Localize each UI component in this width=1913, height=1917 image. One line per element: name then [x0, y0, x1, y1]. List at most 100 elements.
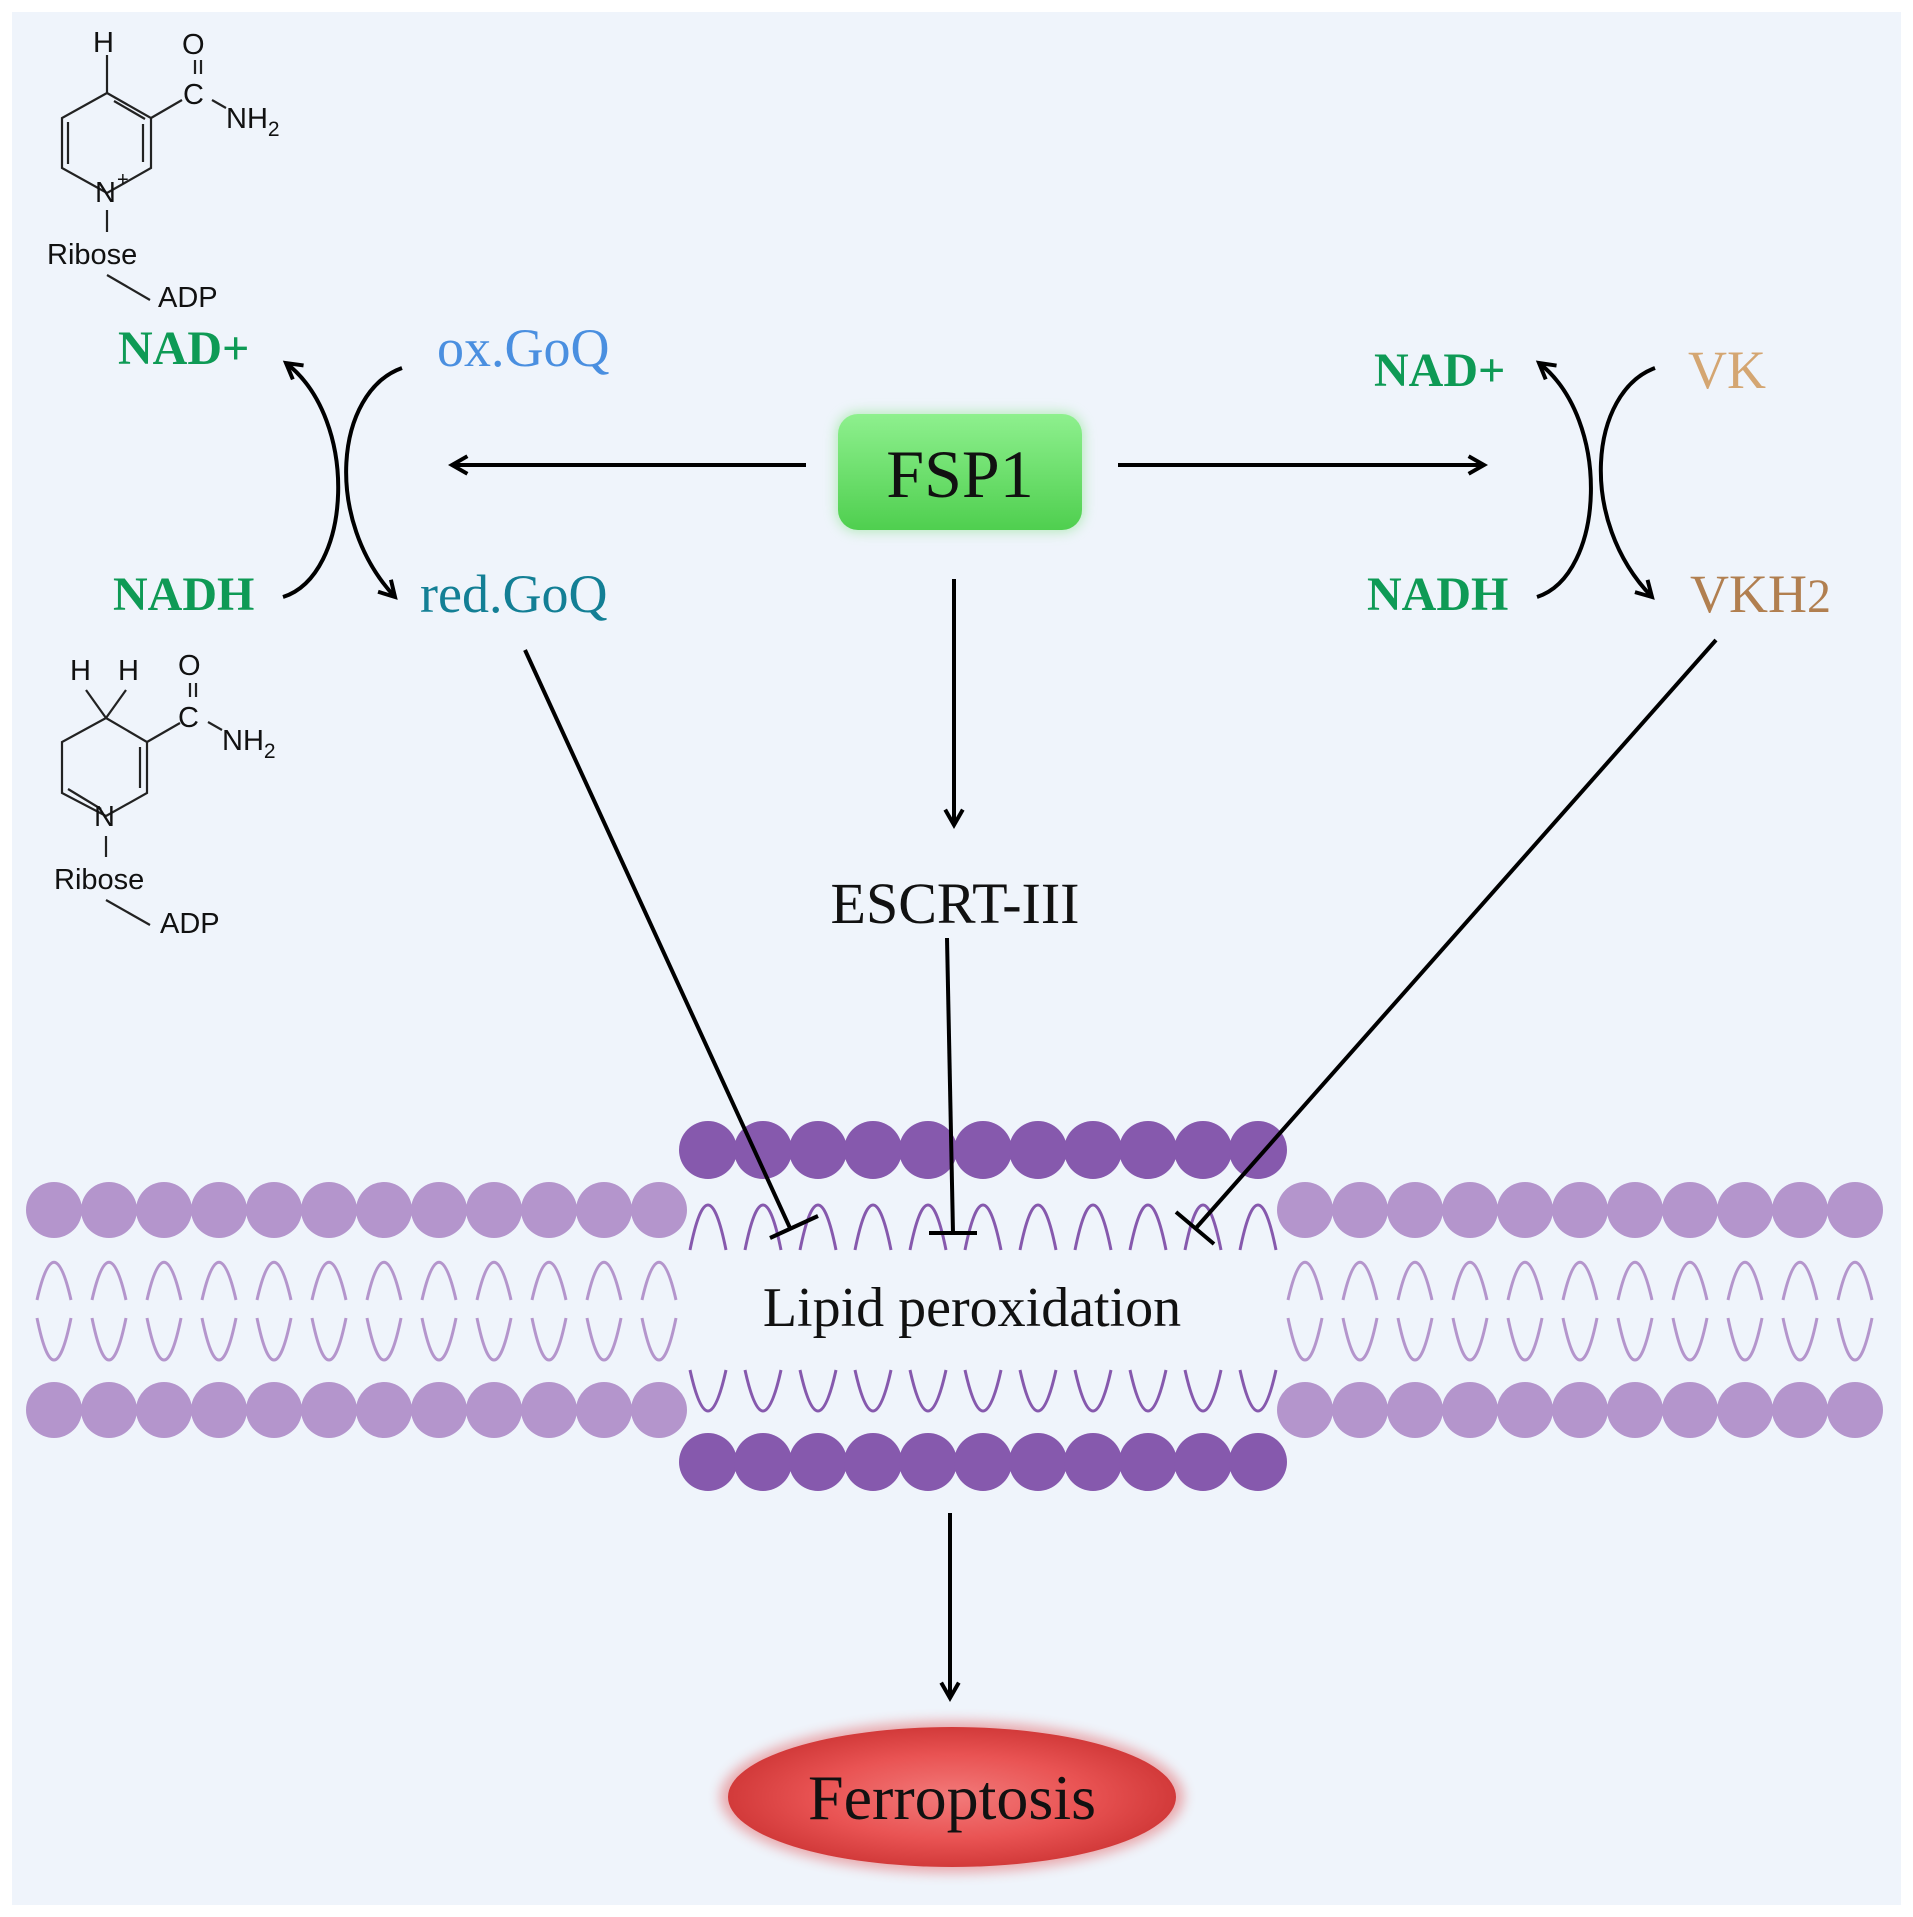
lipid-tail	[35, 1261, 73, 1301]
lipid-tail	[1286, 1261, 1324, 1301]
lipid-tail	[1506, 1261, 1544, 1301]
nadh-nh2-group: NH2	[222, 725, 276, 763]
nadh-h2-atom: H	[118, 655, 139, 687]
lipid-head	[679, 1121, 737, 1179]
lipid-tail	[1018, 1203, 1058, 1251]
lipid-tail	[1396, 1317, 1434, 1362]
lipid-head	[1772, 1382, 1828, 1438]
lipid-tail	[35, 1317, 73, 1362]
left-nad-plus-label: NAD+	[118, 322, 249, 375]
escrt-inhibition-line	[945, 937, 955, 1234]
right-cycle-arrow-up	[1598, 366, 1656, 600]
lipid-tail	[1726, 1261, 1764, 1301]
lipid-head	[411, 1182, 467, 1238]
lipid-tail	[688, 1369, 728, 1413]
lipid-tail	[853, 1203, 893, 1251]
ferroptosis-label: Ferroptosis	[808, 1762, 1096, 1833]
lipid-head	[1277, 1182, 1333, 1238]
lipid-head	[899, 1121, 957, 1179]
red-goq-inhibition-line	[523, 649, 792, 1229]
lipid-head	[411, 1382, 467, 1438]
fsp1-label: FSP1	[886, 436, 1033, 512]
lipid-tail	[145, 1317, 183, 1362]
lipid-peroxidation-label: Lipid peroxidation	[763, 1277, 1181, 1339]
lipid-head	[631, 1182, 687, 1238]
lipid-head	[1607, 1382, 1663, 1438]
lipid-tail	[255, 1317, 293, 1362]
lipid-tail	[1781, 1261, 1819, 1301]
lipid-head	[1552, 1182, 1608, 1238]
lipid-tail	[908, 1369, 948, 1413]
lipid-tail	[853, 1369, 893, 1413]
lipid-tail	[200, 1261, 238, 1301]
lipid-head	[1174, 1121, 1232, 1179]
nad-plus-structure	[60, 55, 227, 301]
lipid-head	[1717, 1382, 1773, 1438]
lipid-head	[734, 1433, 792, 1491]
lipid-head	[1662, 1382, 1718, 1438]
nad-plus-ribose-label: Ribose	[47, 239, 137, 271]
lipid-head	[1009, 1121, 1067, 1179]
nad-plus-nh2-group: NH2	[226, 103, 280, 141]
nadh-c-atom: C	[178, 702, 199, 734]
lipid-head	[1662, 1182, 1718, 1238]
lipid-head	[246, 1382, 302, 1438]
lipid-head	[1442, 1182, 1498, 1238]
lipid-tail	[585, 1261, 623, 1301]
lipid-tail	[145, 1261, 183, 1301]
right-cycle-arrow-down	[1535, 360, 1593, 599]
lipid-tail	[1341, 1261, 1379, 1301]
lipid-head	[954, 1433, 1012, 1491]
lipid-tail	[1286, 1317, 1324, 1362]
red-goq-label: red.GoQ	[420, 564, 607, 624]
left-nadh-label: NADH	[113, 568, 254, 621]
lipid-head	[191, 1382, 247, 1438]
lipid-tail	[310, 1261, 348, 1301]
lipid-head	[1387, 1382, 1443, 1438]
lipid-head	[356, 1382, 412, 1438]
lipid-tail	[743, 1203, 783, 1251]
lipid-head	[246, 1182, 302, 1238]
lipid-head	[1064, 1121, 1122, 1179]
nadh-structure	[60, 683, 223, 926]
lipid-head	[1552, 1382, 1608, 1438]
lipid-head	[1064, 1433, 1122, 1491]
lipid-head	[789, 1433, 847, 1491]
lipid-tail	[1238, 1369, 1278, 1413]
lipid-tail	[963, 1369, 1003, 1413]
lipid-tail	[1616, 1317, 1654, 1362]
lipid-tail	[1451, 1261, 1489, 1301]
lipid-tail	[1616, 1261, 1654, 1301]
lipid-tail	[420, 1317, 458, 1362]
lipid-head	[844, 1121, 902, 1179]
lipid-head	[1332, 1382, 1388, 1438]
lipid-head	[136, 1182, 192, 1238]
vk-label: VK	[1688, 340, 1766, 400]
lipid-tail	[365, 1261, 403, 1301]
lipid-tail	[1561, 1317, 1599, 1362]
lipid-tail	[90, 1317, 128, 1362]
lipid-tail	[365, 1317, 403, 1362]
nad-plus-adp-label: ADP	[158, 282, 218, 314]
lipid-tail	[1671, 1261, 1709, 1301]
left-cycle-arrow-down	[282, 360, 341, 599]
nadh-adp-label: ADP	[160, 908, 220, 940]
lipid-tail	[640, 1317, 678, 1362]
nad-plus-n-atom: N	[95, 177, 116, 209]
lipid-head	[521, 1382, 577, 1438]
lipid-head	[466, 1182, 522, 1238]
lipid-head	[26, 1182, 82, 1238]
red-goq-inhibition-bar	[769, 1214, 819, 1240]
lipid-tail	[530, 1261, 568, 1301]
ferroptosis-ellipse	[728, 1727, 1176, 1867]
lipid-head	[1827, 1382, 1883, 1438]
diagram-background	[12, 12, 1901, 1905]
lipid-head	[301, 1182, 357, 1238]
lipid-tail	[1671, 1317, 1709, 1362]
lipid-tail	[585, 1317, 623, 1362]
lipid-tail	[255, 1261, 293, 1301]
lipid-tail	[475, 1261, 513, 1301]
lipid-tail	[420, 1261, 458, 1301]
lipid-tail	[1451, 1317, 1489, 1362]
